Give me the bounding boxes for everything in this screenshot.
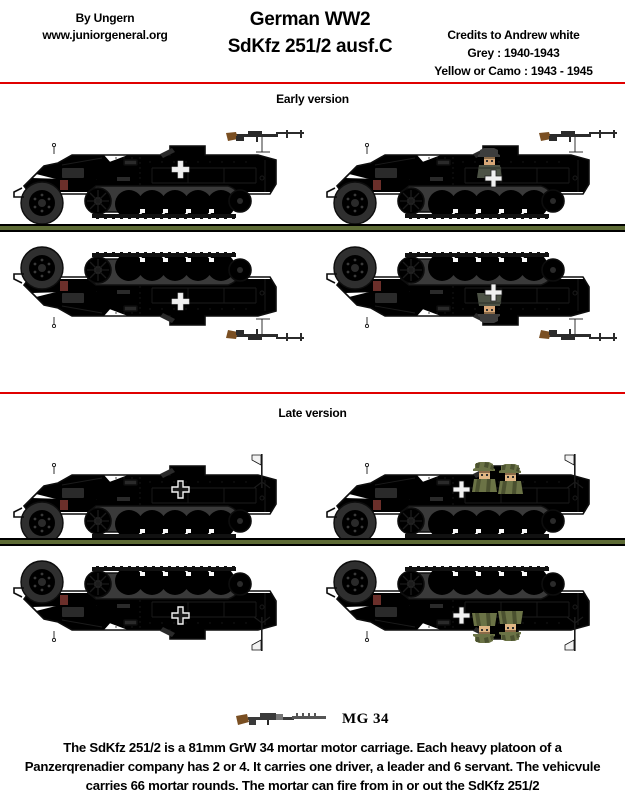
weapon-label: MG 34 xyxy=(341,710,390,727)
section-divider-late xyxy=(0,392,625,394)
vehicle-cell-late-camo xyxy=(313,428,625,553)
section-divider-early xyxy=(0,82,625,84)
header: By Ungern www.juniorgeneral.org German W… xyxy=(0,0,625,82)
balkenkreuz-marking xyxy=(452,480,471,499)
author-credit: By Ungern www.juniorgeneral.org xyxy=(0,10,210,44)
credit-line-3: Yellow or Camo : 1943 - 1945 xyxy=(434,64,593,78)
vehicle-late-yellow-upright xyxy=(0,428,312,553)
vehicle-early-camo-flipped xyxy=(313,238,625,363)
section-label-late: Late version xyxy=(278,406,347,420)
vehicle-row-early-flipped xyxy=(0,238,625,363)
vehicle-cell-early-camo xyxy=(313,108,625,233)
balkenkreuz-marking xyxy=(171,480,190,499)
balkenkreuz-marking xyxy=(171,606,190,625)
vehicle-row-early-upright xyxy=(0,108,625,226)
section-label-early: Early version xyxy=(276,92,349,106)
page-title: German WW2 SdKfz 251/2 ausf.C xyxy=(185,6,435,60)
title-line-1: German WW2 xyxy=(249,9,371,30)
vehicle-cell-late-camo-flip xyxy=(313,552,625,677)
balkenkreuz-marking xyxy=(484,283,503,302)
balkenkreuz-marking xyxy=(484,169,503,188)
vehicle-row-late-upright xyxy=(0,428,625,546)
balkenkreuz-marking xyxy=(171,160,190,179)
mg34-weapon-icon xyxy=(235,713,326,725)
vehicle-cell-early-camo-flip xyxy=(313,238,625,363)
vehicle-late-camo-upright xyxy=(313,428,625,553)
vehicle-cell-late-yellow xyxy=(0,428,312,553)
artist-credit: Credits to Andrew white Grey : 1940-1943… xyxy=(406,26,621,80)
credit-line-1: Credits to Andrew white xyxy=(447,28,580,42)
vehicle-cell-late-yellow-flip xyxy=(0,552,312,677)
vehicle-early-grey-flipped xyxy=(0,238,312,363)
vehicle-late-camo-flipped xyxy=(313,552,625,677)
author-website: www.juniorgeneral.org xyxy=(42,28,168,42)
vehicle-early-camo-upright xyxy=(313,108,625,233)
vehicle-row-late-flipped xyxy=(0,552,625,677)
ground-strip-2 xyxy=(0,538,625,546)
author-name: By Ungern xyxy=(75,11,135,25)
title-line-2: SdKfz 251/2 ausf.C xyxy=(227,36,393,57)
description-text: The SdKfz 251/2 is a 81mm GrW 34 mortar … xyxy=(24,740,601,793)
vehicle-cell-early-grey-flip xyxy=(0,238,312,363)
balkenkreuz-marking xyxy=(452,606,471,625)
weapon-legend: MG 34 xyxy=(0,706,625,732)
vehicle-late-yellow-flipped xyxy=(0,552,312,677)
credit-line-2: Grey : 1940-1943 xyxy=(467,46,560,60)
balkenkreuz-marking xyxy=(171,292,190,311)
ground-strip-1 xyxy=(0,224,625,232)
vehicle-cell-early-grey xyxy=(0,108,312,233)
vehicle-early-grey-upright xyxy=(0,108,312,233)
